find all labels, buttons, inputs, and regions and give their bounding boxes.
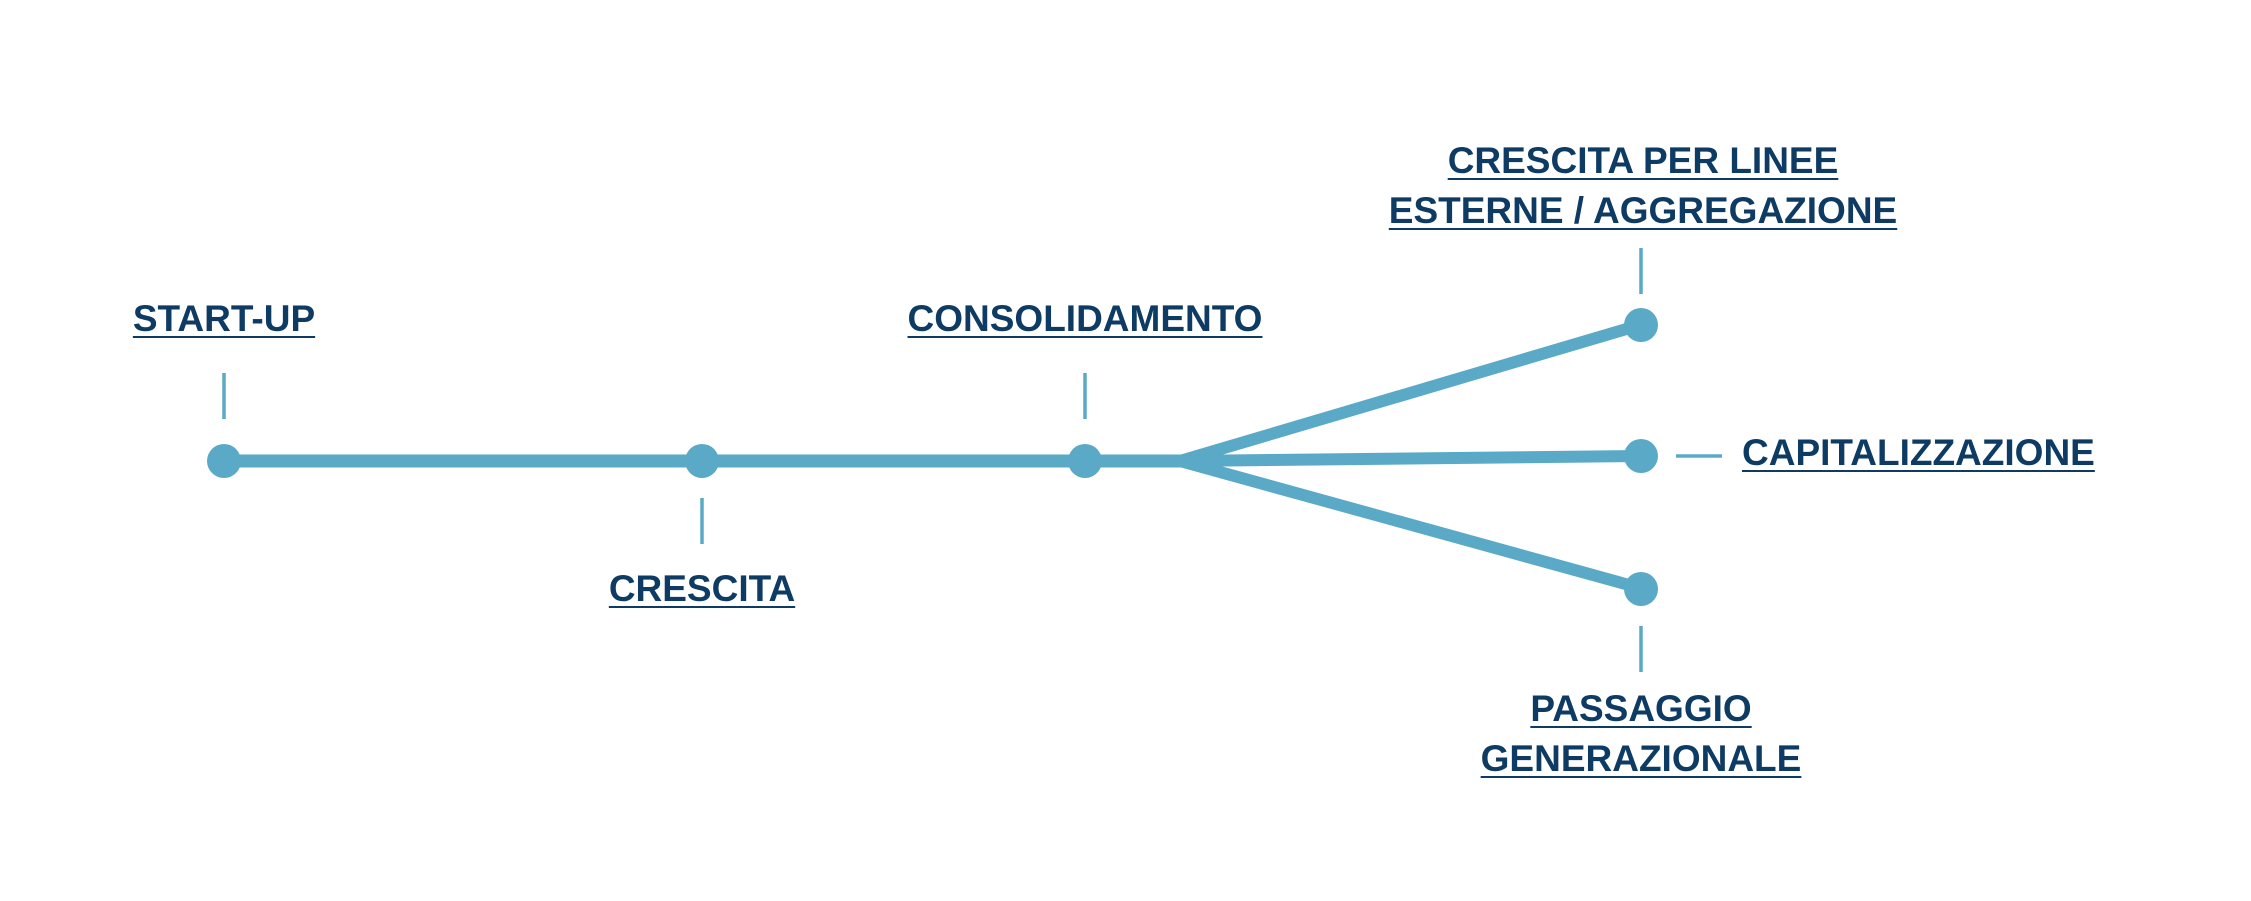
- label-capitalizzazione-text: CAPITALIZZAZIONE: [1742, 432, 2095, 473]
- label-crescita-esterna-line1: CRESCITA PER LINEE: [1447, 140, 1839, 181]
- label-crescita-esterna-line2: ESTERNE / AGGREGAZIONE: [1388, 190, 1898, 231]
- node-consolidamento[interactable]: [1068, 444, 1102, 478]
- label-passaggio[interactable]: PASSAGGIO GENERAZIONALE: [1481, 684, 1802, 784]
- branch-line-passaggio: [1174, 455, 1646, 594]
- label-consolidamento-text: CONSOLIDAMENTO: [907, 298, 1263, 339]
- label-crescita-esterna[interactable]: CRESCITA PER LINEE ESTERNE / AGGREGAZION…: [1389, 136, 1897, 236]
- label-startup-text: START-UP: [132, 298, 316, 339]
- node-passaggio[interactable]: [1624, 572, 1658, 606]
- node-startup[interactable]: [207, 444, 241, 478]
- label-crescita[interactable]: CRESCITA: [609, 564, 795, 614]
- label-startup[interactable]: START-UP: [133, 294, 315, 344]
- label-passaggio-line1: PASSAGGIO: [1530, 688, 1752, 729]
- label-capitalizzazione[interactable]: CAPITALIZZAZIONE: [1742, 428, 2095, 478]
- label-passaggio-line2: GENERAZIONALE: [1480, 738, 1802, 779]
- node-capitalizzazione[interactable]: [1624, 439, 1658, 473]
- node-crescita[interactable]: [685, 444, 719, 478]
- branch-line-aggregazione: [1174, 319, 1646, 467]
- label-crescita-text: CRESCITA: [608, 568, 796, 609]
- branch-line-capitalizzazione: [1174, 450, 1646, 467]
- label-consolidamento[interactable]: CONSOLIDAMENTO: [908, 294, 1263, 344]
- node-aggregazione[interactable]: [1624, 308, 1658, 342]
